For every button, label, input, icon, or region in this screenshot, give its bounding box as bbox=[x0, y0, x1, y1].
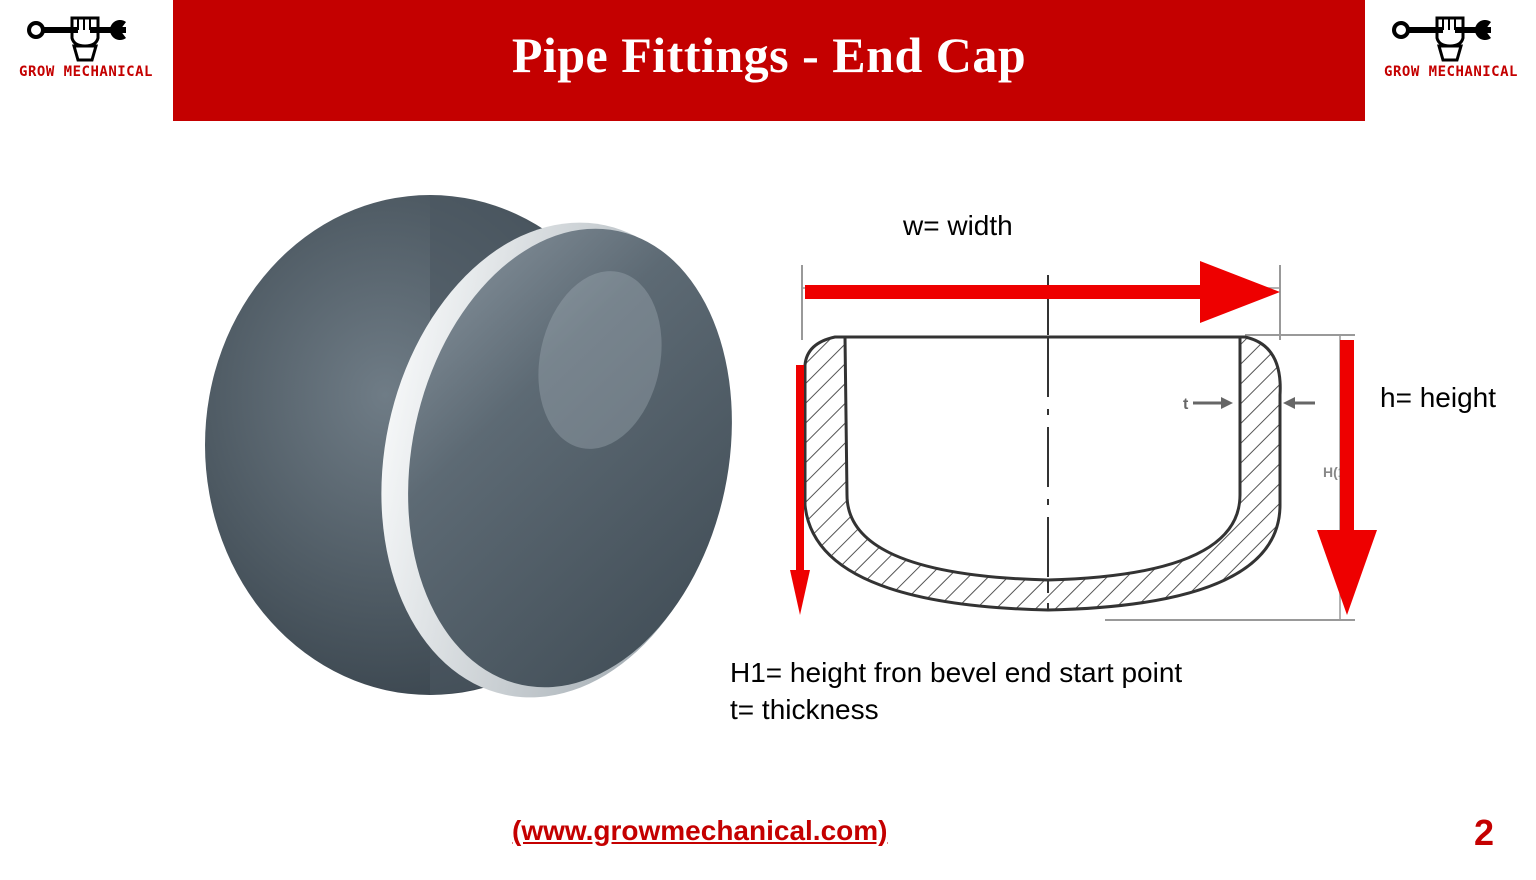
thickness-label: t= thickness bbox=[730, 694, 879, 725]
page-title: Pipe Fittings - End Cap bbox=[511, 26, 1027, 83]
width-arrow-head bbox=[1200, 261, 1280, 323]
title-banner: Pipe Fittings - End Cap bbox=[173, 0, 1365, 121]
website-link[interactable]: (www.growmechanical.com) bbox=[512, 815, 888, 846]
page-number: 2 bbox=[1474, 812, 1495, 853]
end-cap-drawing: t H(1) bbox=[790, 261, 1377, 621]
height-label: h= height bbox=[1380, 382, 1496, 413]
t-mark: t bbox=[1183, 396, 1189, 413]
end-cap-image bbox=[205, 195, 732, 698]
width-label: w= width bbox=[903, 210, 1013, 241]
height-arrow-head bbox=[1317, 530, 1377, 615]
logo-left: GROW MECHANICAL bbox=[0, 0, 172, 121]
logo-text: GROW MECHANICAL bbox=[19, 64, 153, 80]
hand-wrench-icon bbox=[27, 16, 126, 62]
cap-cavity bbox=[843, 335, 1242, 582]
hand-wrench-icon bbox=[1392, 16, 1491, 62]
logo-text: GROW MECHANICAL bbox=[1384, 64, 1518, 80]
h1-label: H1= height fron bevel end start point bbox=[730, 657, 1183, 688]
h1-arrow-head bbox=[790, 570, 810, 615]
logo-right: GROW MECHANICAL bbox=[1365, 0, 1536, 121]
